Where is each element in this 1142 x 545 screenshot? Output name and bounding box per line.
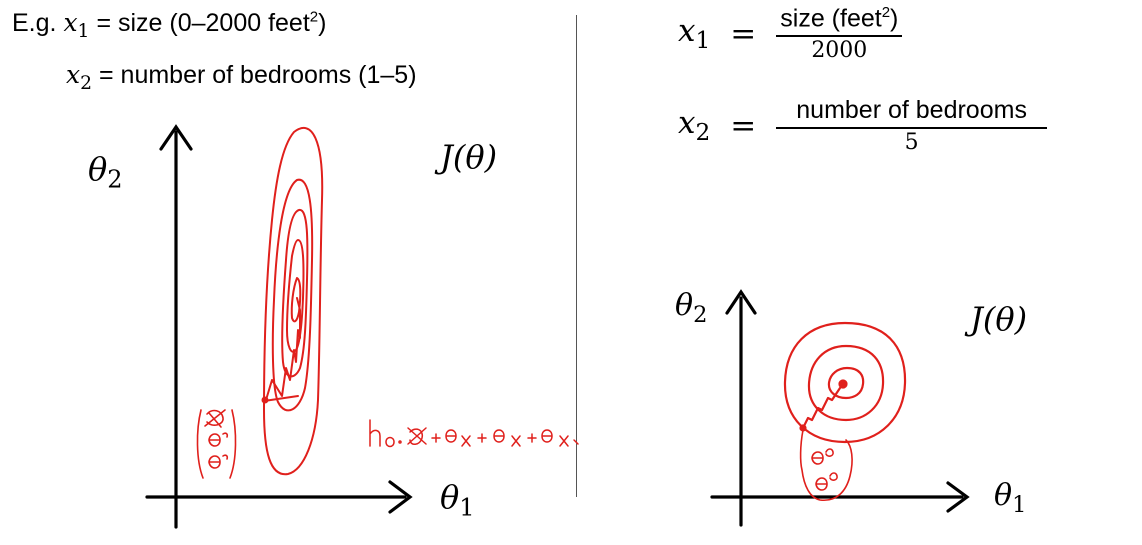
equals-sign: =	[730, 107, 757, 144]
right-x-axis-arrow	[946, 481, 970, 513]
left-contour-outer	[263, 126, 324, 476]
right-contour-outer	[783, 321, 907, 444]
x1-variable: x1	[63, 8, 90, 42]
x2-fraction-bar	[776, 127, 1047, 129]
x2-fraction: number of bedrooms 5	[776, 96, 1047, 155]
left-cost-label: J(θ)	[440, 138, 498, 176]
vertical-divider	[576, 15, 577, 497]
x2-numerator: number of bedrooms	[796, 96, 1027, 124]
right-contour-inner	[827, 366, 865, 400]
left-contour-4	[286, 239, 305, 353]
x2-denominator: 5	[904, 130, 919, 155]
left-y-axis-arrow	[159, 124, 193, 151]
x1-scaled-variable: x1	[678, 13, 711, 55]
x2-description: = number of bedrooms (1–5)	[99, 61, 417, 89]
right-cost-label: J(θ)	[970, 300, 1028, 338]
left-y-axis-label: θ2	[88, 150, 123, 194]
left-contour-2	[271, 178, 314, 412]
right-x-axis-label: θ1	[994, 478, 1027, 518]
left-contour-inner	[290, 277, 302, 323]
theta0-scribble	[204, 409, 226, 428]
left-x-axis-label: θ1	[440, 478, 475, 522]
x2-scaled-variable: x2	[678, 104, 711, 147]
right-gradient-path	[801, 386, 842, 430]
x1-description: = size (0–2000 feet2)	[96, 8, 327, 37]
x1-scaling-formula: x1 = size (feet2) 2000	[678, 4, 903, 64]
x1-numerator: size (feet2)	[780, 4, 899, 33]
right-contour-middle	[807, 344, 885, 422]
x2-variable: x2	[66, 60, 93, 94]
theta1-scribble	[811, 448, 834, 465]
left-axes	[145, 124, 413, 529]
left-contour-3	[281, 209, 309, 378]
left-theta-bracket	[196, 409, 237, 479]
eg-prefix: E.g.	[12, 9, 57, 37]
equals-sign: =	[730, 15, 757, 52]
x2-definition: x2 = number of bedrooms (1–5)	[66, 60, 417, 94]
theta2-scribble	[815, 472, 838, 491]
theta2-scribble	[208, 454, 229, 469]
theta1-scribble	[208, 432, 229, 447]
x1-denominator: 2000	[811, 38, 868, 64]
right-axes	[710, 289, 970, 527]
right-y-axis-arrow	[725, 289, 757, 315]
right-theta-bracket	[799, 429, 853, 501]
hypothesis-scribble	[369, 419, 579, 448]
x2-scaling-formula: x2 = number of bedrooms 5	[678, 96, 1047, 155]
left-x-axis-arrow	[388, 480, 413, 514]
left-start-point	[261, 396, 269, 404]
right-contours	[783, 321, 907, 444]
x1-fraction-bar	[776, 35, 903, 38]
right-minimum-point	[838, 379, 848, 389]
left-init-line	[263, 395, 299, 402]
x1-fraction: size (feet2) 2000	[776, 4, 903, 64]
x1-definition: E.g. x1 = size (0–2000 feet2)	[12, 8, 326, 42]
left-contours	[261, 126, 324, 476]
right-y-axis-label: θ2	[675, 288, 708, 328]
left-gradient-path	[265, 297, 301, 401]
